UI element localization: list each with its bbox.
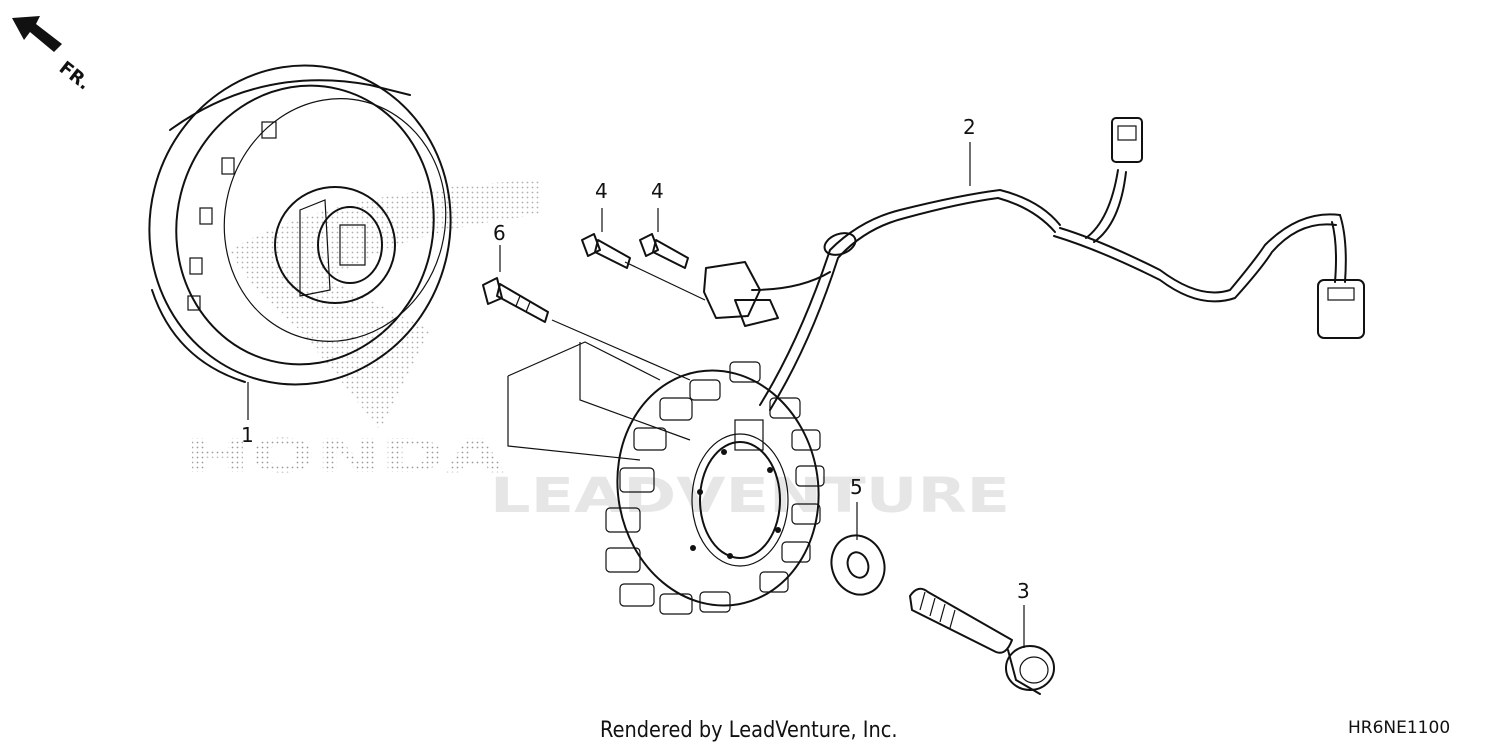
rendered-by-credit: Rendered by LeadVenture, Inc. (600, 718, 898, 743)
callout-4-left: 4 (595, 179, 608, 203)
callout-4-right: 4 (651, 179, 664, 203)
front-direction-arrow-icon (12, 16, 62, 52)
callout-2: 2 (963, 115, 976, 139)
leadventure-watermark: LEADVENTURE (490, 468, 1010, 524)
direction-label: FR. (55, 57, 94, 94)
pulse-generator-part (703, 261, 831, 327)
callout-1: 1 (241, 423, 254, 447)
stator-bolt-part (482, 277, 549, 323)
washer-part (830, 534, 886, 596)
flywheel-part (148, 64, 452, 386)
callout-3: 3 (1017, 579, 1030, 603)
diagram-code: HR6NE1100 (1348, 718, 1451, 738)
callout-5: 5 (850, 475, 863, 499)
assembly-guide-lines (507, 261, 706, 461)
honda-watermark: HONDA (185, 429, 506, 483)
stator-part (605, 361, 825, 615)
flange-bolt-part (909, 587, 1055, 695)
honda-wing-watermark (230, 180, 540, 430)
bolt-right-part (639, 233, 689, 269)
wire-harness-part (734, 117, 1365, 451)
callout-6: 6 (493, 221, 506, 245)
bolt-left-part (581, 233, 631, 269)
